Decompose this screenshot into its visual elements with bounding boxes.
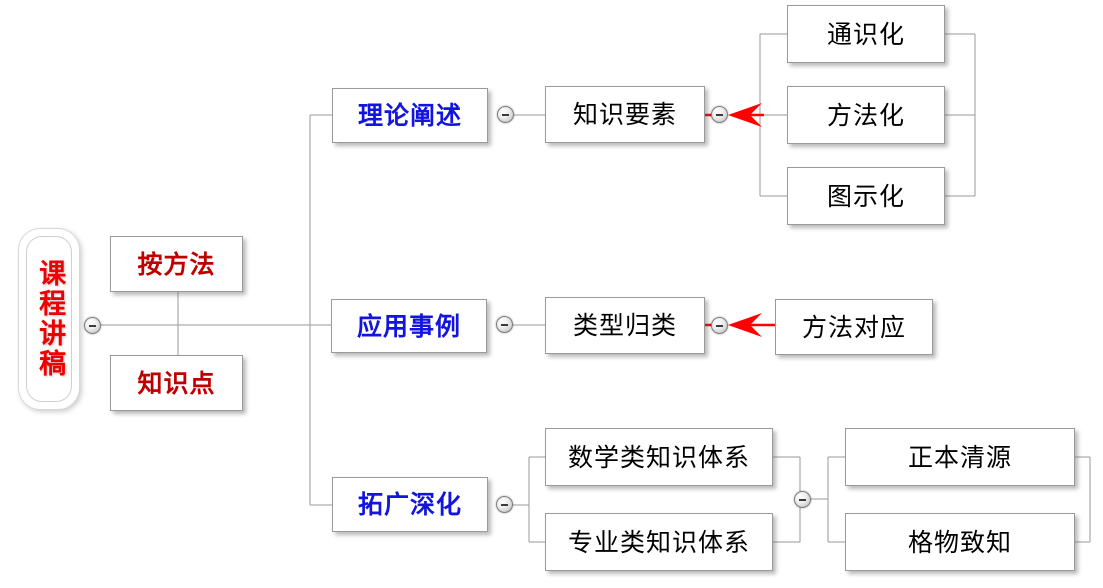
node-zheng-ben-qing-yuan[interactable]: 正本清源 [845,428,1075,486]
collapse-dot-zhi-shi-ti-xi[interactable] [794,491,811,508]
node-lei-xing-gui-lei[interactable]: 类型归类 [545,297,705,354]
node-fang-fa-dui-ying[interactable]: 方法对应 [775,299,933,355]
node-label: 专业类知识体系 [567,527,750,557]
node-label: 知识要素 [572,100,677,129]
node-label: 应用事例 [356,311,461,341]
root-node-inner: 课程讲稿 [26,236,72,402]
node-tong-shi-hua[interactable]: 通识化 [787,5,945,63]
node-ge-wu-zhi-zhi[interactable]: 格物致知 [845,513,1075,571]
node-fang-fa-hua[interactable]: 方法化 [787,86,945,144]
node-li-lun-chan-shu[interactable]: 理论阐述 [332,88,488,143]
node-label: 按方法 [137,249,216,279]
collapse-dot-lei-xing-gui-lei[interactable] [711,317,728,334]
node-tuo-guang-shen-hua[interactable]: 拓广深化 [332,477,488,532]
node-shu-xue-lei[interactable]: 数学类知识体系 [545,428,773,486]
red-left-arrow-icon-b2 [728,313,762,337]
red-arrow-group [705,113,775,327]
node-an-fang-fa[interactable]: 按方法 [110,236,243,292]
node-label: 知识点 [137,368,216,398]
root-label: 课程讲稿 [34,259,66,379]
node-label: 通识化 [826,19,905,49]
red-left-arrow-icon-b1 [728,103,762,127]
collapse-dot-root[interactable] [84,317,101,334]
collapse-dot-zhi-shi-yao-su[interactable] [711,106,728,123]
node-label: 格物致知 [907,527,1012,557]
red-arrow-heads [728,103,762,337]
collapse-dot-tuo-guang-shen-hua[interactable] [496,496,513,513]
node-zhi-shi-dian[interactable]: 知识点 [110,355,243,411]
node-ying-yong-shi-li[interactable]: 应用事例 [331,299,487,353]
node-label: 理论阐述 [357,101,462,130]
node-zhi-shi-yao-su[interactable]: 知识要素 [545,86,705,143]
node-label: 正本清源 [907,442,1012,472]
root-node[interactable]: 课程讲稿 [18,228,80,410]
collapse-dot-li-lun-chan-shu[interactable] [497,106,514,123]
node-label: 拓广深化 [357,490,462,519]
node-tu-shi-hua[interactable]: 图示化 [787,167,945,225]
node-label: 类型归类 [572,311,677,340]
collapse-dot-ying-yong-shi-li[interactable] [496,316,513,333]
node-zhuan-ye-lei[interactable]: 专业类知识体系 [545,513,773,571]
node-label: 数学类知识体系 [567,442,750,472]
node-label: 方法化 [826,100,905,130]
node-label: 图示化 [826,181,905,211]
node-label: 方法对应 [801,312,906,342]
